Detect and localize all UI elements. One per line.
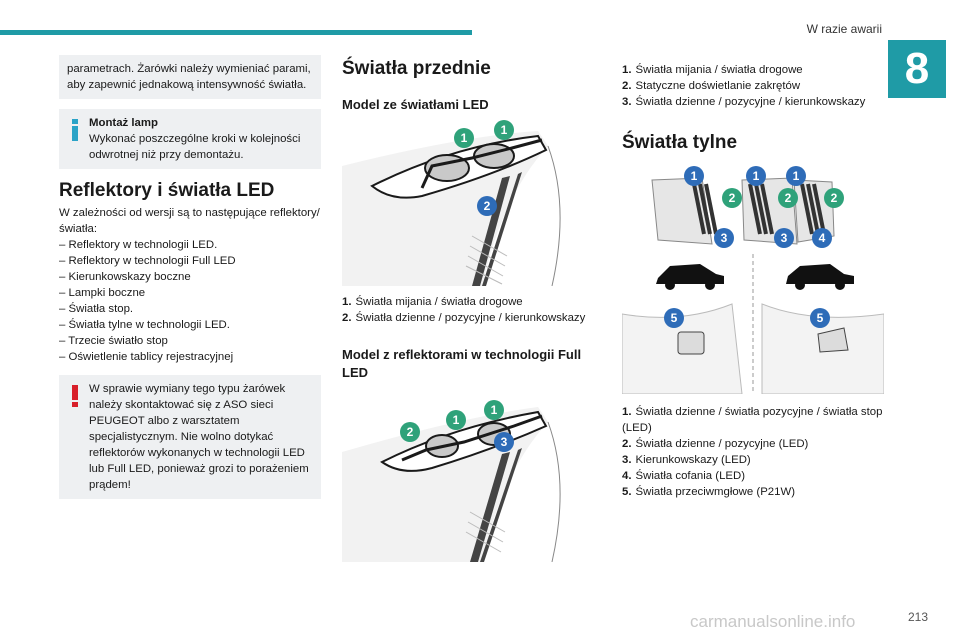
legend-num: 1. xyxy=(622,64,632,76)
legend-item: 2.Światła dzienne / pozycyjne / kierunko… xyxy=(342,310,600,326)
model-led-heading: Model ze światłami LED xyxy=(342,97,489,112)
legend-text: Światła mijania / światła drogowe xyxy=(355,296,523,308)
list-item: – Reflektory w technologii Full LED xyxy=(59,255,236,267)
legend-num: 4. xyxy=(622,470,632,482)
info-box: Montaż lamp Wykonać poszczególne kroki w… xyxy=(59,109,321,169)
column-right: 1.Światła mijania / światła drogowe 2.St… xyxy=(621,62,885,500)
callout-badge: 2 xyxy=(824,188,844,208)
callout-badge: 1 xyxy=(484,400,504,420)
list-item: – Światła tylne w technologii LED. xyxy=(59,319,230,331)
legend-item: 1.Światła dzienne / światła pozycyjne / … xyxy=(622,404,884,436)
legend-text: Kierunkowskazy (LED) xyxy=(635,454,751,466)
front-led-legend: 1.Światła mijania / światła drogowe 2.Św… xyxy=(342,294,600,326)
headlamp-full-led-drawing xyxy=(342,407,561,563)
legend-item: 3.Kierunkowskazy (LED) xyxy=(622,452,884,468)
callout-badge: 1 xyxy=(746,166,766,186)
legend-text: Światła mijania / światła drogowe xyxy=(635,64,803,76)
legend-text: Światła dzienne / światła pozycyjne / św… xyxy=(622,406,883,434)
rear-lamps-illustration: 1 1 1 2 2 2 3 3 4 xyxy=(622,166,884,252)
column-middle: Światła przednie Model ze światłami LED … xyxy=(342,58,600,563)
fog-lamps-illustration: 5 5 xyxy=(621,254,885,395)
legend-item: 3.Światła dzienne / pozycyjne / kierunko… xyxy=(622,94,884,110)
car-icon xyxy=(656,264,724,290)
legend-num: 2. xyxy=(622,438,632,450)
callout-badge: 1 xyxy=(684,166,704,186)
list-item: – Lampki boczne xyxy=(59,287,146,299)
legend-item: 1.Światła mijania / światła drogowe xyxy=(622,62,884,78)
callout-badge: 4 xyxy=(812,228,832,248)
intro-box: parametrach. Żarówki należy wymieniać pa… xyxy=(59,55,321,99)
legend-text: Światła cofania (LED) xyxy=(635,470,746,482)
fog-lamps-drawing xyxy=(621,254,885,395)
callout-badge: 2 xyxy=(477,196,497,216)
section-label: W razie awarii xyxy=(806,22,882,36)
callout-badge: 3 xyxy=(494,432,514,452)
legend-num: 1. xyxy=(622,406,632,418)
legend-num: 2. xyxy=(342,312,352,324)
section-heading: Reflektory i światła LED xyxy=(59,180,275,201)
list-item: – Kierunkowskazy boczne xyxy=(59,271,191,283)
page-number: 213 xyxy=(907,610,928,624)
legend-num: 3. xyxy=(622,96,632,108)
legend-item: 1.Światła mijania / światła drogowe xyxy=(342,294,600,310)
callout-badge: 1 xyxy=(446,410,466,430)
rear-legend: 1.Światła dzienne / światła pozycyjne / … xyxy=(622,404,884,500)
info-text: Wykonać poszczególne kroki w kolejności … xyxy=(89,133,301,161)
legend-item: 2.Statyczne doświetlanie zakrętów xyxy=(622,78,884,94)
list-item: – Oświetlenie tablicy rejestracyjnej xyxy=(59,351,234,363)
top-accent-bar xyxy=(0,30,472,35)
model-full-led-heading: Model z reflektorami w technologii Full … xyxy=(342,347,582,380)
watermark: carmanualsonline.info xyxy=(690,612,856,631)
legend-text: Światła dzienne / pozycyjne (LED) xyxy=(635,438,809,450)
rear-lights-title: Światła tylne xyxy=(622,132,738,153)
intro-text: parametrach. Żarówki należy wymieniać pa… xyxy=(67,63,311,91)
legend-text: Statyczne doświetlanie zakrętów xyxy=(635,80,801,92)
legend-text: Światła dzienne / pozycyjne / kierunkows… xyxy=(355,312,586,324)
list-item: – Światła stop. xyxy=(59,303,134,315)
warning-text: W sprawie wymiany tego typu żarówek nale… xyxy=(89,383,309,491)
legend-text: Światła dzienne / pozycyjne / kierunkows… xyxy=(635,96,866,108)
callout-badge: 5 xyxy=(664,308,684,328)
front-full-led-illustration: 1 1 2 3 xyxy=(342,400,600,563)
callout-badge: 3 xyxy=(774,228,794,248)
info-title: Montaż lamp xyxy=(89,117,158,129)
lamp-list: W zależności od wersji są to następujące… xyxy=(59,205,321,365)
callout-badge: 2 xyxy=(722,188,742,208)
chapter-number: 8 xyxy=(888,40,946,98)
callout-badge: 2 xyxy=(778,188,798,208)
warning-box: W sprawie wymiany tego typu żarówek nale… xyxy=(59,375,321,499)
callout-badge: 2 xyxy=(400,422,420,442)
front-lights-title: Światła przednie xyxy=(342,58,491,79)
callout-badge: 5 xyxy=(810,308,830,328)
legend-num: 1. xyxy=(342,296,352,308)
callout-badge: 1 xyxy=(786,166,806,186)
front-led-illustration: 1 1 2 xyxy=(342,120,600,287)
column-left: parametrach. Żarówki należy wymieniać pa… xyxy=(59,55,321,509)
callout-badge: 1 xyxy=(494,120,514,140)
front-full-led-legend: 1.Światła mijania / światła drogowe 2.St… xyxy=(622,62,884,110)
legend-item: 2.Światła dzienne / pozycyjne (LED) xyxy=(622,436,884,452)
legend-num: 3. xyxy=(622,454,632,466)
headlamp-drawing xyxy=(342,131,561,287)
legend-num: 2. xyxy=(622,80,632,92)
legend-item: 4.Światła cofania (LED) xyxy=(622,468,884,484)
legend-num: 5. xyxy=(622,486,632,498)
callout-badge: 3 xyxy=(714,228,734,248)
list-lead: W zależności od wersji są to następujące… xyxy=(59,207,320,235)
list-item: – Reflektory w technologii LED. xyxy=(59,239,218,251)
info-icon xyxy=(72,119,78,141)
rear-lamps-drawing xyxy=(651,177,835,245)
warning-icon xyxy=(72,385,78,407)
legend-item: 5.Światła przeciwmgłowe (P21W) xyxy=(622,484,884,500)
list-item: – Trzecie światło stop xyxy=(59,335,168,347)
legend-text: Światła przeciwmgłowe (P21W) xyxy=(635,486,796,498)
callout-badge: 1 xyxy=(454,128,474,148)
